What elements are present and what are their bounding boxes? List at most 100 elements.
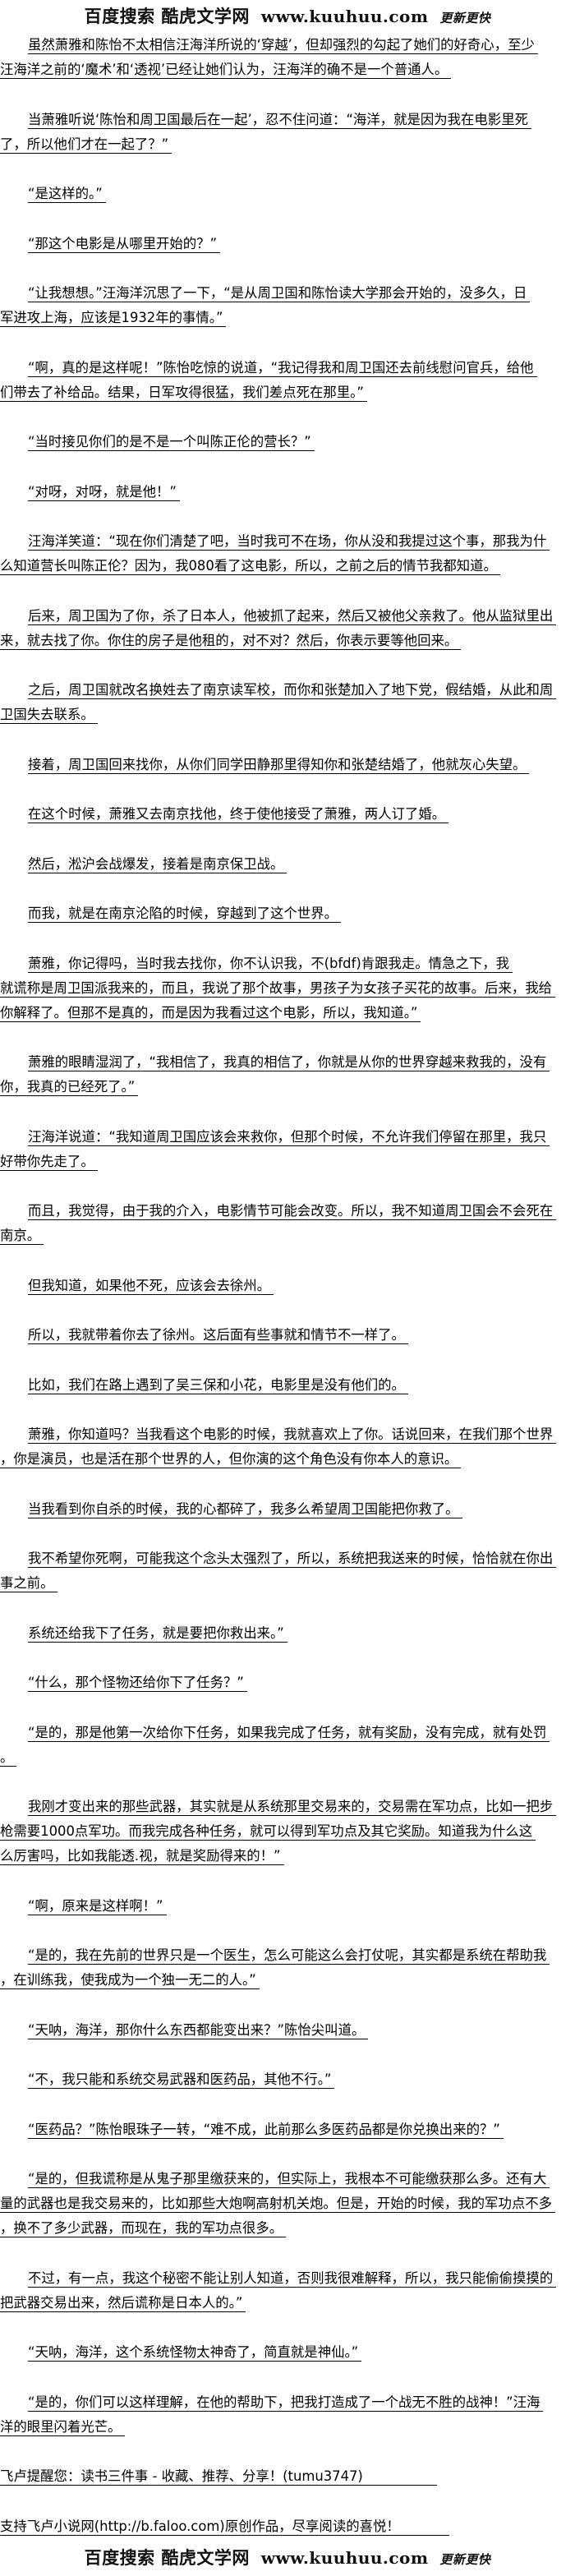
paragraph-line: “那这个电影是从哪里开始的？” <box>0 232 575 256</box>
paragraph-line: 好带你先走了。 <box>0 1150 575 1174</box>
paragraph: 虽然萧雅和陈怡不太相信汪海洋所说的‘穿越’，但却强烈的勾起了她们的好奇心，至少汪… <box>0 33 575 82</box>
line-text: 比如，我们在路上遇到了吴三保和小花，电影里是没有他们的。 <box>28 1377 408 1394</box>
paragraph-line: 汪海洋笑道：“现在你们清楚了吧，当时我可不在场，你从没和我提过这个事，那我为什 <box>0 529 575 554</box>
paragraph-line: 事之前。 <box>0 1571 575 1596</box>
paragraph-line: 比如，我们在路上遇到了吴三保和小花，电影里是没有他们的。 <box>0 1373 575 1398</box>
paragraph: 汪海洋笑道：“现在你们清楚了吧，当时我可不在场，你从没和我提过这个事，那我为什么… <box>0 529 575 578</box>
paragraph: 不过，有一点，我这个秘密不能让别人知道，否则我很难解释，所以，我只能偷偷摸摸的把… <box>0 2266 575 2316</box>
paragraph-line: 萧雅，你知道吗？当我看这个电影的时候，我就喜欢上了你。话说回来，在我们那个世界 <box>0 1422 575 1447</box>
paragraph: “天呐，海洋，那你什么东西都能变出来？”陈怡尖叫道。 <box>0 2018 575 2043</box>
line-text: 接着，周卫国回来找你，从你们同学田静那里得知你和张楚结婚了，他就灰心失望。 <box>28 757 530 774</box>
site-banner-top: 百度搜索 酷虎文学网 www.kuuhuu.com 更新更快 <box>0 0 575 33</box>
line-text: 你解释了。但那不是真的，而是因为我看过这个电影，所以，我知道。” <box>0 1005 421 1022</box>
paragraph-line: 后来，周卫国为了你，杀了日本人，他被抓了起来，然后又被他父亲救了。他从监狱里出 <box>0 604 575 629</box>
footer-notice-text: 飞卢提醒您：读书三件事 - 收藏、推荐、分享！(tumu3747) <box>0 2468 437 2486</box>
paragraph-line: 汪海洋之前的‘魔术’和‘透视’已经让她们认为，汪海洋的确不是一个普通人。 <box>0 58 575 82</box>
banner-site-name: 百度搜索 酷虎文学网 <box>84 2547 250 2568</box>
line-text: “那这个电影是从哪里开始的？” <box>28 236 221 253</box>
line-text: “天呐，海洋，那你什么东西都能变出来？”陈怡尖叫道。 <box>28 2022 369 2039</box>
paragraph-line: 来，就去找了你。你住的房子是他租的，对不对？然后，你表示要等他回来。 <box>0 629 575 653</box>
line-text: 我不希望你死啊，可能我这个念头太强烈了，所以，系统把我送来的时候，恰恰就在你出 <box>28 1551 557 1568</box>
paragraph: 之后，周卫国就改名换姓去了南京读军校，而你和张楚加入了地下党，假结婚，从此和周卫… <box>0 678 575 727</box>
paragraph-line: “啊，原来是这样啊！” <box>0 1894 575 1919</box>
paragraph: 所以，我就带着你去了徐州。这后面有些事就和情节不一样了。 <box>0 1323 575 1348</box>
paragraph-line: “让我想想。”汪海洋沉思了一下，“是从周卫国和陈怡读大学那会开始的，没多久，日 <box>0 281 575 306</box>
banner-url[interactable]: www.kuuhuu.com <box>260 2548 429 2568</box>
paragraph-line: 军进攻上海，应该是1932年的事情。” <box>0 306 575 330</box>
paragraph-line: 但我知道，如果他不死，应该会去徐州。 <box>0 1274 575 1298</box>
footer-support: 支持飞卢小说网(http://b.faloo.com)原创作品，尽享阅读的喜悦！ <box>0 2514 575 2539</box>
paragraph-line: “是的，但我谎称是从鬼子那里缴获来的，但实际上，我根本不可能缴获那么多。还有大 <box>0 2167 575 2191</box>
paragraph-line: “不，我只能和系统交易武器和医药品，其他不行。” <box>0 2067 575 2092</box>
line-text: 们带去了补给品。结果，日军攻得很猛，我们差点死在那里。” <box>0 385 367 402</box>
line-text: 而且，我觉得，由于我的介入，电影情节可能会改变。所以，我不知道周卫国会不会死在 <box>28 1203 557 1220</box>
line-text: 就谎称是周卫国派我来的，而且，我说了那个故事，男孩子为女孩子买花的故事。后来，我… <box>0 980 556 998</box>
line-text: 枪需要1000点军功。而我完成各种任务，就可以得到军功点及其它奖励。知道我为什么… <box>0 1823 536 1841</box>
paragraph: 而且，我觉得，由于我的介入，电影情节可能会改变。所以，我不知道周卫国会不会死在南… <box>0 1199 575 1248</box>
paragraph-line: 南京。 <box>0 1223 575 1248</box>
paragraph-line: 汪海洋说道：“我知道周卫国应该会来救你，但那个时候，不允许我们停留在那里，我只 <box>0 1125 575 1150</box>
footer-support-link[interactable]: 支持飞卢小说网(http://b.faloo.com)原创作品，尽享阅读的喜悦！ <box>0 2518 449 2536</box>
paragraph-line: 么知道营长叫陈正伦？因为，我080看了这电影，所以，之前之后的情节我都知道。 <box>0 554 575 578</box>
line-text: 我刚才变出来的那些武器，其实就是从系统那里交易来的，交易需在军功点，比如一把步 <box>28 1799 557 1816</box>
line-text: 萧雅，你知道吗？当我看这个电影的时候，我就喜欢上了你。话说回来，在我们那个世界 <box>28 1426 557 1444</box>
paragraph-line: “啊，真的是这样呢！”陈怡吃惊的说道，“我记得我和周卫国还去前线慰问官兵，给他 <box>0 356 575 380</box>
line-text: “对呀，对呀，就是他！” <box>28 484 180 501</box>
banner-url[interactable]: www.kuuhuu.com <box>260 7 429 26</box>
banner-slogan: 更新更快 <box>439 2552 491 2567</box>
paragraph: “当时接见你们的是不是一个叫陈正伦的营长？” <box>0 430 575 454</box>
line-text: “让我想想。”汪海洋沉思了一下，“是从周卫国和陈怡读大学那会开始的，没多久，日 <box>28 285 531 302</box>
line-text: “什么，那个怪物还给你下了任务？” <box>28 1675 247 1692</box>
line-text: “当时接见你们的是不是一个叫陈正伦的营长？” <box>28 434 315 451</box>
line-text: 然后，淞沪会战爆发，接着是南京保卫战。 <box>28 856 288 873</box>
paragraph-line: 你，我真的已经死了。” <box>0 1075 575 1099</box>
line-text: “啊，原来是这样啊！” <box>28 1898 167 1915</box>
paragraph: 接着，周卫国回来找你，从你们同学田静那里得知你和张楚结婚了，他就灰心失望。 <box>0 753 575 777</box>
paragraph-line: 接着，周卫国回来找你，从你们同学田静那里得知你和张楚结婚了，他就灰心失望。 <box>0 753 575 777</box>
line-text: “不，我只能和系统交易武器和医药品，其他不行。” <box>28 2071 335 2089</box>
banner-slogan: 更新更快 <box>439 11 491 25</box>
line-text: 了，所以他们才在一起了？” <box>0 136 172 154</box>
line-text: 虽然萧雅和陈怡不太相信汪海洋所说的‘穿越’，但却强烈的勾起了她们的好奇心，至少 <box>28 37 538 54</box>
paragraph-line: 把武器交易出来，然后谎称是日本人的。” <box>0 2291 575 2316</box>
paragraph: “啊，真的是这样呢！”陈怡吃惊的说道，“我记得我和周卫国还去前线慰问官兵，给他们… <box>0 356 575 405</box>
paragraph: 萧雅的眼睛湿润了，“我相信了，我真的相信了，你就是从你的世界穿越来救我的，没有你… <box>0 1050 575 1099</box>
paragraph: “是的，我在先前的世界只是一个医生，怎么可能这么会打仗呢，其实都是系统在帮助我，… <box>0 1943 575 1993</box>
line-text: “是的，那是他第一次给你下任务，如果我完成了任务，就有奖励，没有完成，就有处罚 <box>28 1725 550 1742</box>
line-text: “啊，真的是这样呢！”陈怡吃惊的说道，“我记得我和周卫国还去前线慰问官兵，给他 <box>28 360 537 377</box>
paragraph: “对呀，对呀，就是他！” <box>0 480 575 505</box>
paragraph-line: “医药品？”陈怡眼珠子一转，“难不成，此前那么多医药品都是你兑换出来的？” <box>0 2117 575 2142</box>
paragraph-line: 萧雅的眼睛湿润了，“我相信了，我真的相信了，你就是从你的世界穿越来救我的，没有 <box>0 1050 575 1075</box>
paragraph: 后来，周卫国为了你，杀了日本人，他被抓了起来，然后又被他父亲救了。他从监狱里出来… <box>0 604 575 653</box>
paragraph-line: 而且，我觉得，由于我的介入，电影情节可能会改变。所以，我不知道周卫国会不会死在 <box>0 1199 575 1223</box>
paragraph: 当我看到你自杀的时候，我的心都碎了，我多么希望周卫国能把你救了。 <box>0 1497 575 1522</box>
paragraph: 而我，就是在南京沦陷的时候，穿越到了这个世界。 <box>0 901 575 926</box>
paragraph-line: 虽然萧雅和陈怡不太相信汪海洋所说的‘穿越’，但却强烈的勾起了她们的好奇心，至少 <box>0 33 575 58</box>
paragraph-line: 么厉害吗，比如我能透.视，就是奖励得来的！” <box>0 1844 575 1869</box>
line-text: ，你是演员，也是活在那个世界的人，但你演的这个角色没有你本人的意识。 <box>0 1451 462 1468</box>
site-banner-bottom: 百度搜索 酷虎文学网 www.kuuhuu.com 更新更快 <box>0 2541 575 2574</box>
paragraph-line: 在这个时候，萧雅又去南京找他，终于使他接受了萧雅，两人订了婚。 <box>0 802 575 827</box>
paragraph-line: 卫国失去联系。 <box>0 703 575 727</box>
line-text: 系统还给我下了任务，就是要把你救出来。” <box>28 1625 288 1643</box>
paragraph-line: 所以，我就带着你去了徐州。这后面有些事就和情节不一样了。 <box>0 1323 575 1348</box>
line-text: 不过，有一点，我这个秘密不能让别人知道，否则我很难解释，所以，我只能偷偷摸摸的 <box>28 2270 557 2288</box>
banner-site-name: 百度搜索 酷虎文学网 <box>84 6 250 26</box>
paragraph-line: 之后，周卫国就改名换姓去了南京读军校，而你和张楚加入了地下党，假结婚，从此和周 <box>0 678 575 703</box>
line-text: 但我知道，如果他不死，应该会去徐州。 <box>28 1278 274 1295</box>
paragraph-line: 洋的眼里闪着光芒。 <box>0 2415 575 2440</box>
line-text: 洋的眼里闪着光芒。 <box>0 2419 125 2436</box>
paragraph: 萧雅，你知道吗？当我看这个电影的时候，我就喜欢上了你。话说回来，在我们那个世界 ，… <box>0 1422 575 1472</box>
line-text: “是这样的。” <box>28 186 106 203</box>
paragraph: “是这样的。” <box>0 182 575 206</box>
line-text: 量的武器也是我交易来的，比如那些大炮啊高射机关炮。但是，开始的时候，我的军功点不… <box>0 2196 556 2213</box>
paragraph-line: 而我，就是在南京沦陷的时候，穿越到了这个世界。 <box>0 901 575 926</box>
line-text: 你，我真的已经死了。” <box>0 1079 139 1096</box>
paragraph-line: “是的，你们可以这样理解，在他的帮助下，把我打造成了一个战无不胜的战神！”汪海 <box>0 2390 575 2415</box>
paragraph: 然后，淞沪会战爆发，接着是南京保卫战。 <box>0 852 575 877</box>
paragraph-line: “天呐，海洋，那你什么东西都能变出来？”陈怡尖叫道。 <box>0 2018 575 2043</box>
line-text: 当我看到你自杀的时候，我的心都碎了，我多么希望周卫国能把你救了。 <box>28 1501 462 1518</box>
line-text: “医药品？”陈怡眼珠子一转，“难不成，此前那么多医药品都是你兑换出来的？” <box>28 2122 504 2139</box>
paragraph-line: 枪需要1000点军功。而我完成各种任务，就可以得到军功点及其它奖励。知道我为什么… <box>0 1819 575 1844</box>
line-text: 么厉害吗，比如我能透.视，就是奖励得来的！” <box>0 1848 284 1865</box>
